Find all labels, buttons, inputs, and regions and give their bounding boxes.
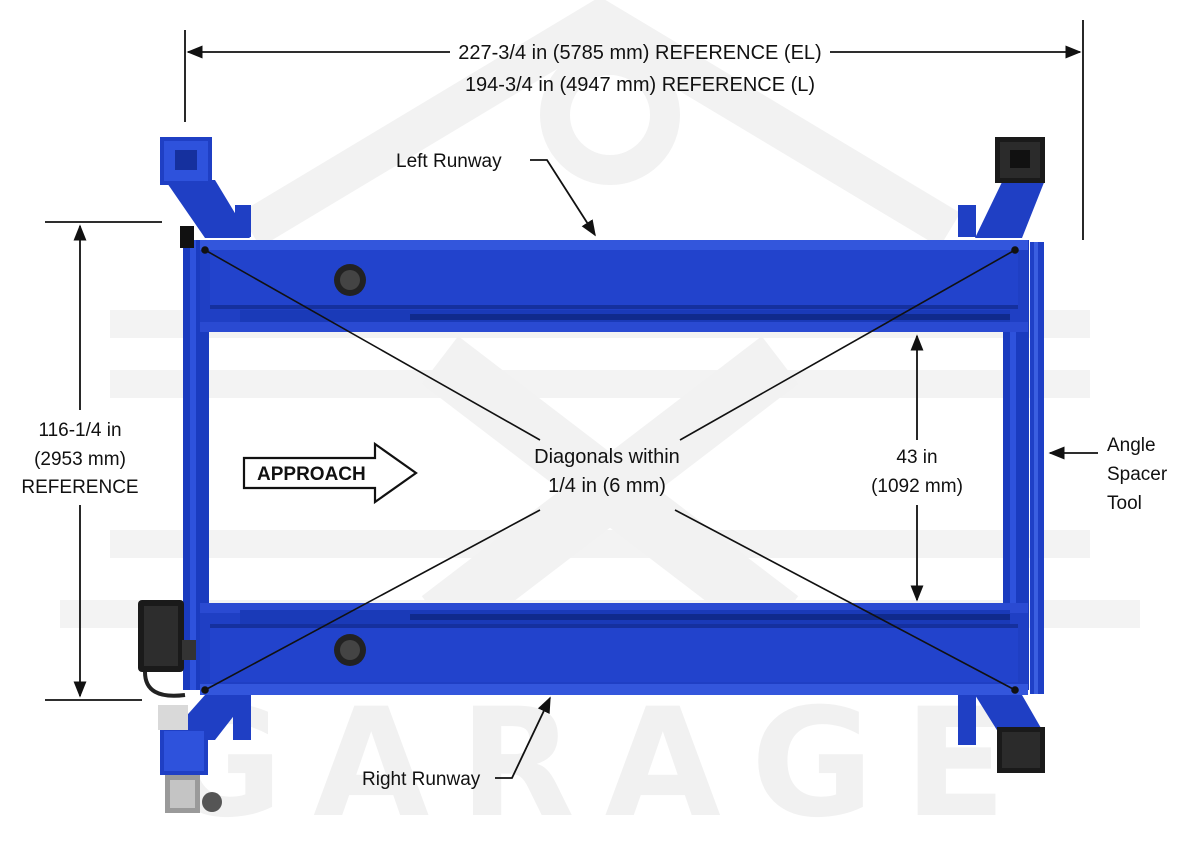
angle-spacer-label-3: Tool (1107, 493, 1142, 514)
diagonals-label-2: 1/4 in (6 mm) (548, 475, 666, 497)
callout-leaders (495, 159, 1098, 779)
left-runway-label: Left Runway (396, 151, 502, 172)
angle-spacer-label-2: Spacer (1107, 464, 1168, 485)
approach-label: APPROACH (257, 464, 366, 485)
angle-spacer-label-1: Angle (1107, 435, 1156, 456)
power-unit (138, 600, 196, 698)
right-runway-label: Right Runway (362, 769, 481, 790)
post-rear-right (958, 695, 1045, 773)
post-rear-left (958, 137, 1045, 238)
lift (138, 137, 1045, 813)
length-dimension (184, 20, 1084, 240)
gap-label-2: (1092 mm) (871, 476, 963, 497)
watermark-text: GARAGE (160, 677, 1036, 842)
diagonals-label-1: Diagonals within (534, 446, 680, 468)
width-label-3: REFERENCE (21, 477, 138, 498)
right-runway (200, 603, 1028, 695)
angle-spacer-tool (1030, 242, 1044, 694)
approach-arrow: APPROACH (242, 441, 418, 505)
gap-label-1: 43 in (896, 447, 937, 468)
width-label-2: (2953 mm) (34, 449, 126, 470)
length-el-label: 227-3/4 in (5785 mm) REFERENCE (EL) (458, 42, 821, 64)
width-dimension (45, 221, 162, 701)
width-label-1: 116-1/4 in (38, 420, 121, 441)
post-front-right (158, 695, 251, 813)
left-runway (200, 240, 1028, 332)
diagonal-lines (201, 246, 1019, 694)
post-front-left (160, 137, 251, 248)
length-l-label: 194-3/4 in (4947 mm) REFERENCE (L) (465, 74, 815, 96)
